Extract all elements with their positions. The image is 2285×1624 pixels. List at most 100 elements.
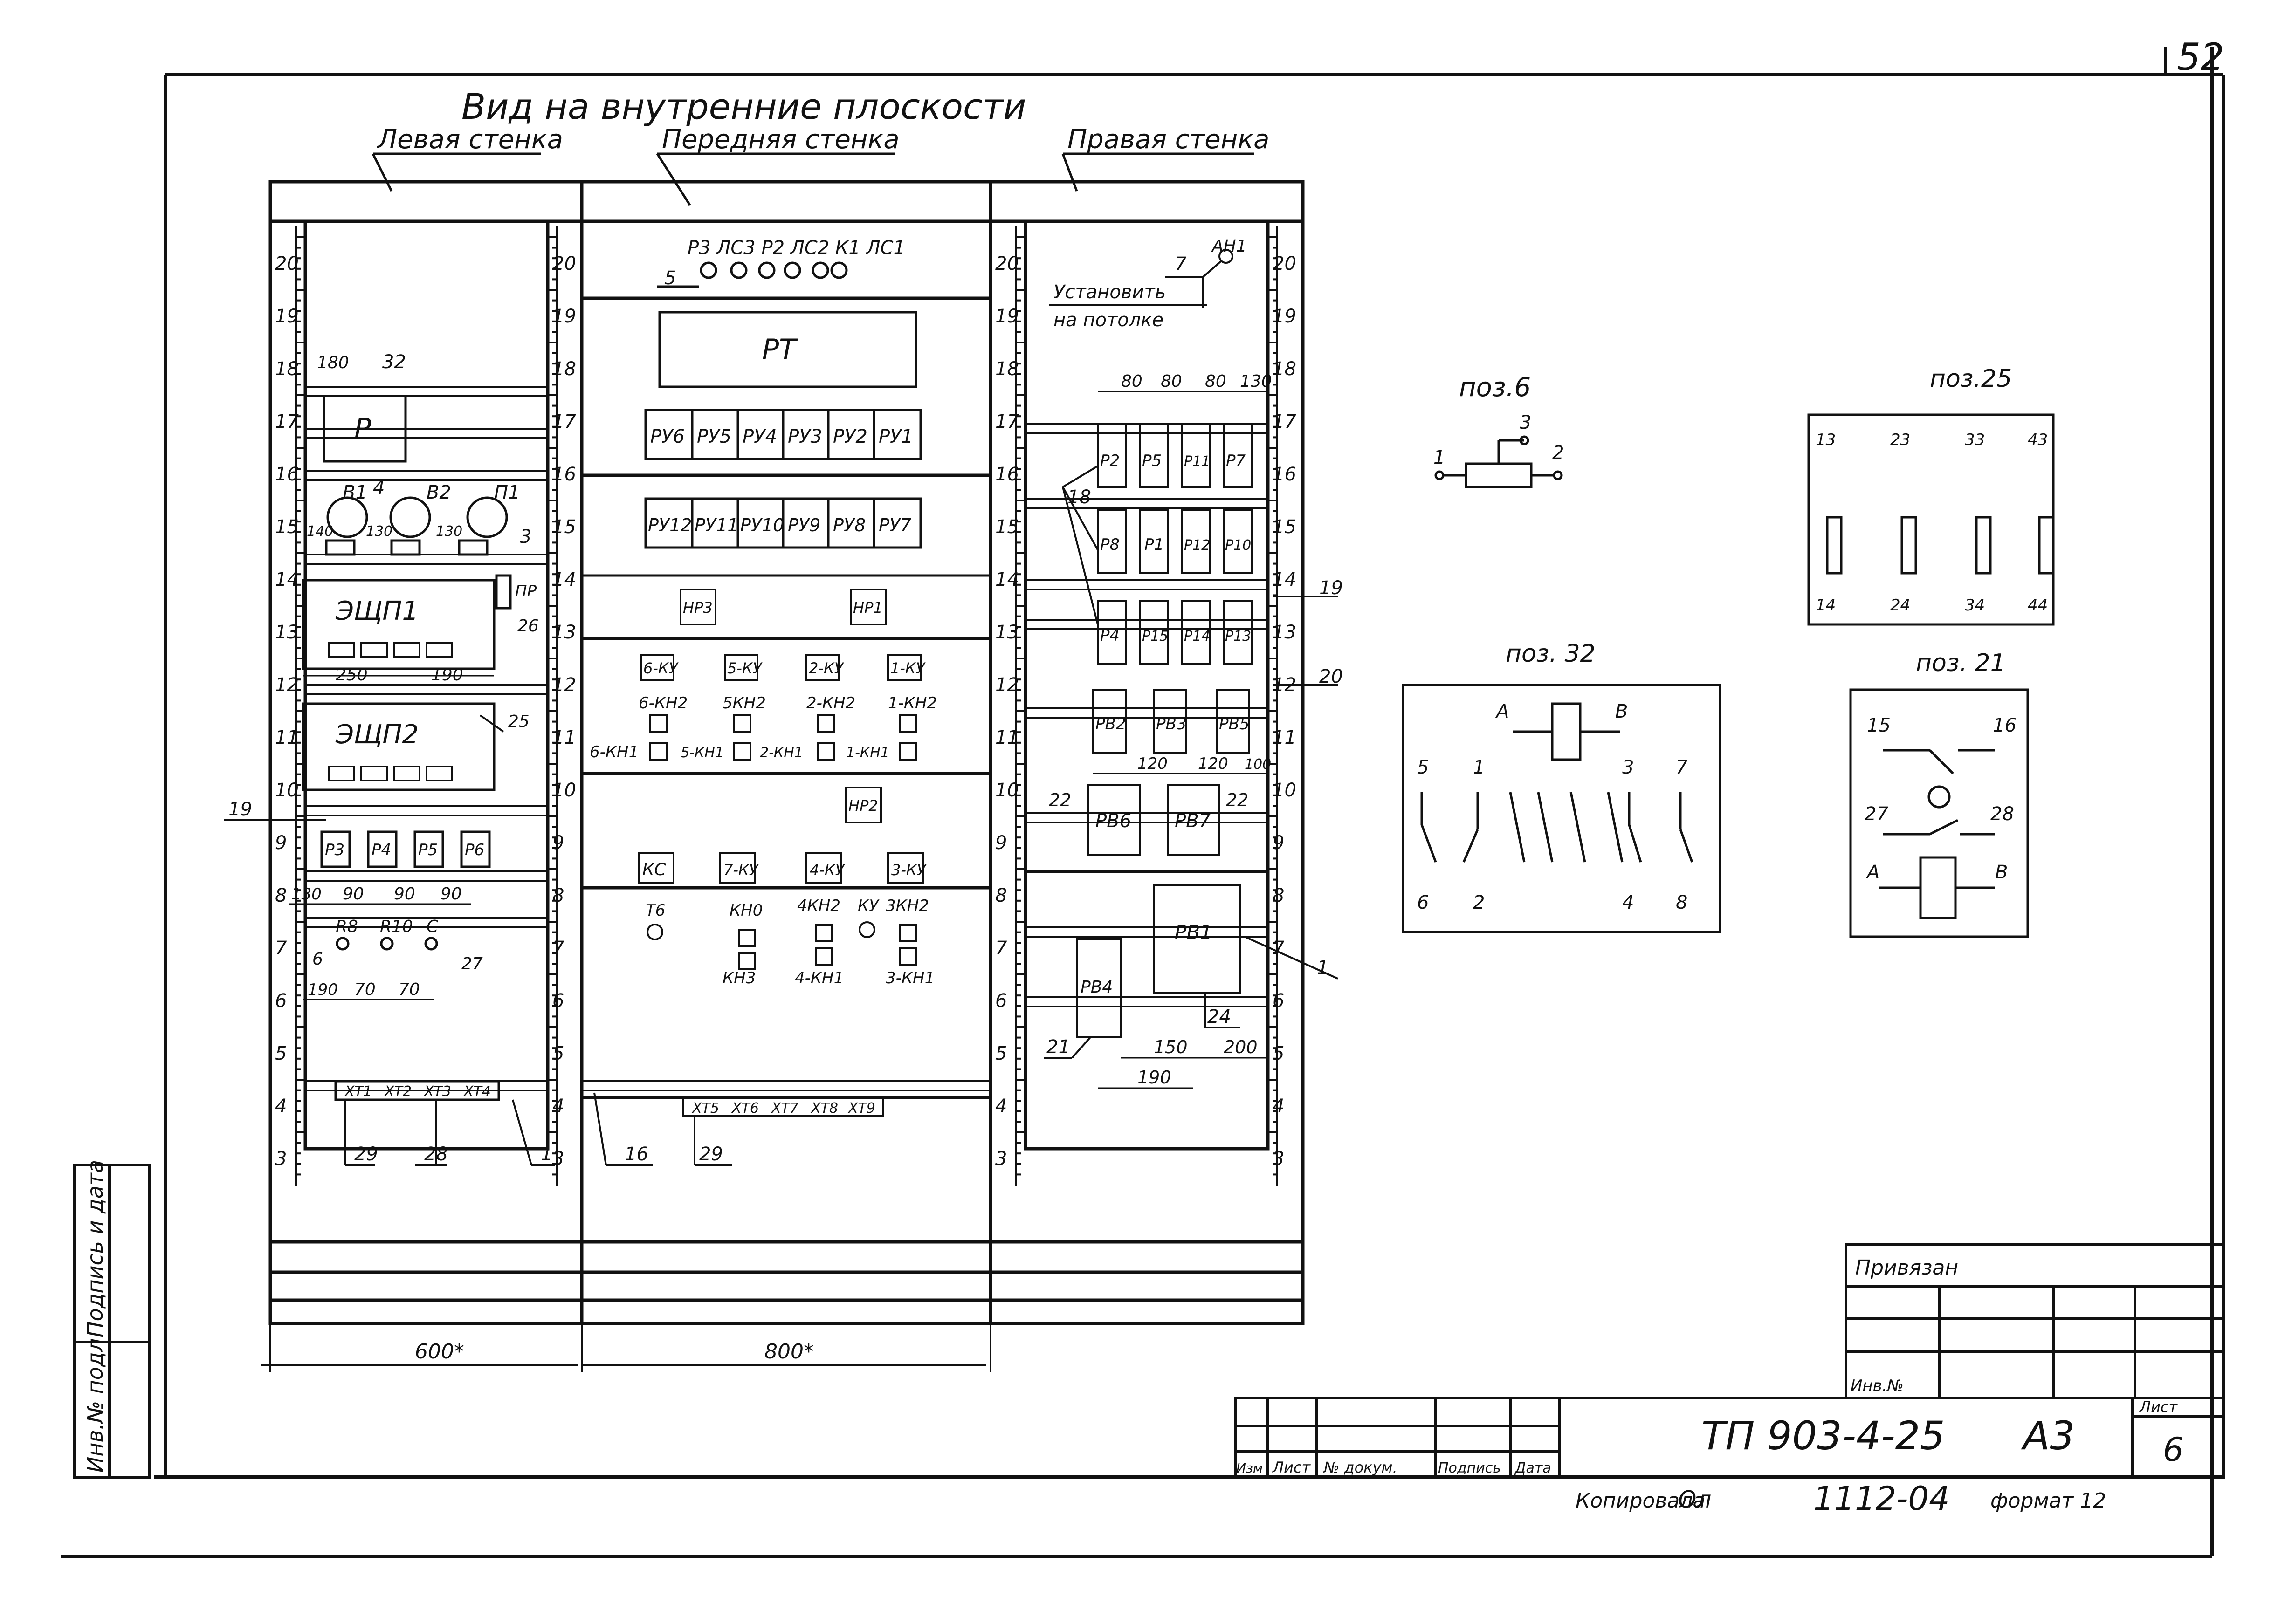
right-dim-80b: 80 <box>1161 372 1182 391</box>
scale-label-right-b: 15 <box>1273 516 1296 538</box>
scale-label-right-a: 8 <box>995 885 1007 906</box>
poz32-top-5: 5 <box>1417 757 1429 778</box>
scale-label-right-b: 3 <box>1273 1148 1284 1170</box>
front-ku-5: 5-КУ <box>727 659 763 677</box>
scale-label-left-b: 15 <box>552 516 576 538</box>
scale-label-right-a: 16 <box>995 464 1019 485</box>
right-relay-p8: Р8 <box>1100 535 1120 554</box>
right-relay-p11: Р11 <box>1184 453 1210 470</box>
title-list-no: 6 <box>2163 1431 2184 1469</box>
scale-label-right-a: 11 <box>995 727 1019 748</box>
scale-label-left-a: 8 <box>275 885 287 906</box>
right-wall-title: Правая стенка <box>1067 124 1269 155</box>
left-relay-4: Р6 <box>465 841 484 859</box>
left-n6-label: 6 <box>312 950 323 969</box>
front-relay-row-2 <box>644 497 922 549</box>
poz6-pin-1: 1 <box>1433 447 1445 468</box>
right-relay-rv6: РВ6 <box>1095 810 1131 832</box>
right-relay-p7: Р7 <box>1226 452 1246 470</box>
scale-label-left-b: 9 <box>552 832 564 854</box>
scale-label-right-a: 17 <box>995 411 1019 432</box>
scale-label-left-a: 5 <box>275 1043 287 1064</box>
poz21-pin-27: 27 <box>1865 803 1888 825</box>
left-relay-1: Р3 <box>325 841 344 859</box>
scale-label-left-a: 11 <box>275 727 299 748</box>
poz25-title: поз.25 <box>1930 365 2012 393</box>
scale-label-left-b: 16 <box>552 464 576 485</box>
scale-label-left-b: 14 <box>552 569 576 590</box>
left-dim-140: 140 <box>307 523 333 540</box>
scale-label-left-a: 17 <box>275 411 299 432</box>
front-3kn2: 3КН2 <box>886 897 929 915</box>
scale-label-left-b: 17 <box>552 411 576 432</box>
poz32-bottom-8: 8 <box>1676 892 1687 913</box>
front-ru-6: РУ1 <box>879 426 913 447</box>
front-3kn1: 3-КН1 <box>886 969 935 987</box>
scale-label-right-b: 17 <box>1273 411 1296 432</box>
right-relay-p13: Р13 <box>1225 628 1251 644</box>
scale-label-left-a: 12 <box>275 674 299 696</box>
scale-label-right-b: 11 <box>1273 727 1296 748</box>
right-relay-p15: Р15 <box>1142 628 1168 644</box>
scale-label-right-b: 16 <box>1273 464 1296 485</box>
scale-label-right-b: 20 <box>1273 253 1296 274</box>
right-install-2: на потолке <box>1053 309 1163 331</box>
left-wall-boxes <box>328 642 453 781</box>
scale-label-left-b: 10 <box>552 780 576 801</box>
right-relay-rv7: РВ7 <box>1175 810 1211 832</box>
scale-label-left-a: 16 <box>275 464 299 485</box>
right-relay-rv5: РВ5 <box>1219 715 1249 733</box>
left-n27-label: 27 <box>461 954 483 973</box>
front-kn2-1: 1-КН2 <box>888 694 937 713</box>
left-n4-label: 4 <box>373 477 385 499</box>
left-n32-label: 32 <box>382 351 406 373</box>
left-n3-label: 3 <box>520 526 531 548</box>
poz21-pin-28: 28 <box>1990 803 2014 825</box>
left-r-box-label: Р <box>354 412 372 445</box>
scale-label-left-b: 18 <box>552 358 576 380</box>
bottom-dimensions <box>261 1323 991 1372</box>
front-kn1-1: 1-КН1 <box>846 745 889 761</box>
sheet-corner-number: 52 <box>2177 35 2224 79</box>
right-n20: 20 <box>1319 666 1343 687</box>
front-relay-row-1 <box>644 409 922 460</box>
left-c-label: С <box>427 917 439 936</box>
poz32-bottom-6: 6 <box>1417 892 1429 913</box>
main-title: Вид на внутренние плоскости <box>461 86 1026 127</box>
side-stamp-sign: Подпись и дата <box>83 1160 108 1337</box>
poz25-bottom-1: 14 <box>1816 596 1836 615</box>
left-dim-130a: 130 <box>366 523 392 540</box>
scale-label-right-a: 5 <box>995 1043 1007 1064</box>
poz6-potentiometer <box>1434 435 1563 488</box>
scale-label-left-a: 18 <box>275 358 299 380</box>
right-relay-p12: Р12 <box>1184 537 1210 554</box>
right-dim-100: 100 <box>1245 756 1271 773</box>
scale-label-left-a: 9 <box>275 832 287 854</box>
poz32-bottom-2: 2 <box>1473 892 1485 913</box>
poz32-top-3: 3 <box>1622 757 1634 778</box>
poz6-title: поз.6 <box>1459 372 1531 403</box>
poz25-top-4: 43 <box>2028 431 2048 449</box>
left-dim-90b: 90 <box>394 884 415 904</box>
right-dim-190: 190 <box>1137 1067 1171 1088</box>
front-ru-10: РУ9 <box>788 515 820 535</box>
scale-label-right-b: 19 <box>1273 306 1296 327</box>
front-ru-2: РУ5 <box>697 426 731 447</box>
right-install-1: Установить <box>1053 281 1166 303</box>
title-copied: Копировала <box>1576 1489 1705 1513</box>
right-dim-150: 150 <box>1154 1037 1188 1057</box>
left-dim-180: 180 <box>317 353 349 372</box>
poz6-pin-2: 2 <box>1552 442 1564 464</box>
poz32-title: поз. 32 <box>1506 640 1596 668</box>
scale-label-left-b: 20 <box>552 253 576 274</box>
front-ru-8: РУ11 <box>695 515 738 535</box>
scale-label-left-b: 12 <box>552 674 576 696</box>
scale-label-right-b: 10 <box>1273 780 1296 801</box>
left-relay-3: Р5 <box>418 841 438 859</box>
scale-label-left-a: 6 <box>275 990 287 1012</box>
front-kn3: КН3 <box>723 969 756 987</box>
poz21-coil-b: В <box>1995 862 2008 883</box>
front-ru-9: РУ10 <box>740 515 784 535</box>
scale-label-left-a: 20 <box>275 253 299 274</box>
left-b2-label: В2 <box>427 482 451 503</box>
